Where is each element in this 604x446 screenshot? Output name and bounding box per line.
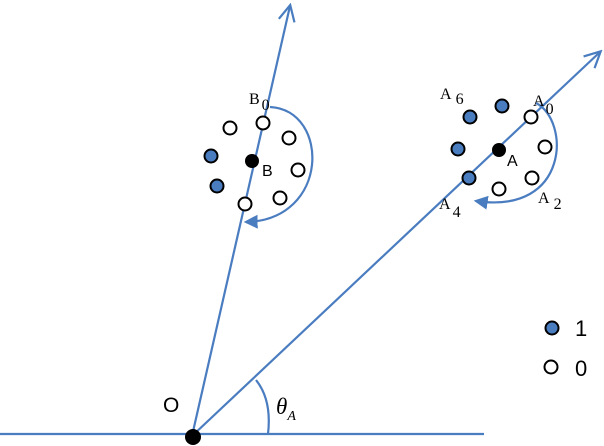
hollow-dot xyxy=(255,115,271,131)
center-dot-b xyxy=(245,154,259,168)
legend-hollow-label: 0 xyxy=(575,356,587,381)
origin-label: O xyxy=(163,394,179,417)
cluster-b xyxy=(203,115,306,212)
angle-arc xyxy=(255,379,270,435)
legend-filled-label: 1 xyxy=(575,316,587,341)
filled-dot xyxy=(461,170,477,186)
hollow-dot xyxy=(524,170,540,186)
a0-label: A0 xyxy=(533,93,554,118)
point-a-label: A xyxy=(507,153,518,170)
filled-dot xyxy=(203,148,219,164)
theta-label: θA xyxy=(276,394,296,424)
hollow-dot xyxy=(290,162,306,178)
filled-dot xyxy=(494,98,510,114)
cluster-a xyxy=(450,98,553,197)
filled-dot xyxy=(450,141,466,157)
hollow-dot xyxy=(272,190,288,206)
legend-hollow-dot xyxy=(543,359,559,375)
hollow-dot xyxy=(537,139,553,155)
legend: 1 0 xyxy=(543,316,587,381)
hollow-dot xyxy=(237,196,253,212)
hollow-dot xyxy=(222,120,238,136)
hollow-dot xyxy=(491,181,507,197)
rotation-arc-a xyxy=(473,102,558,210)
legend-filled-dot xyxy=(544,320,560,336)
filled-dot xyxy=(209,178,225,194)
center-dot-a xyxy=(492,143,506,157)
rotation-arc-b xyxy=(243,105,314,229)
point-b-label: B xyxy=(262,163,273,180)
ray-b xyxy=(190,6,290,437)
origin-dot xyxy=(185,429,201,445)
filled-dot xyxy=(462,109,478,125)
hollow-dot xyxy=(523,109,539,125)
hollow-dot xyxy=(281,130,297,146)
